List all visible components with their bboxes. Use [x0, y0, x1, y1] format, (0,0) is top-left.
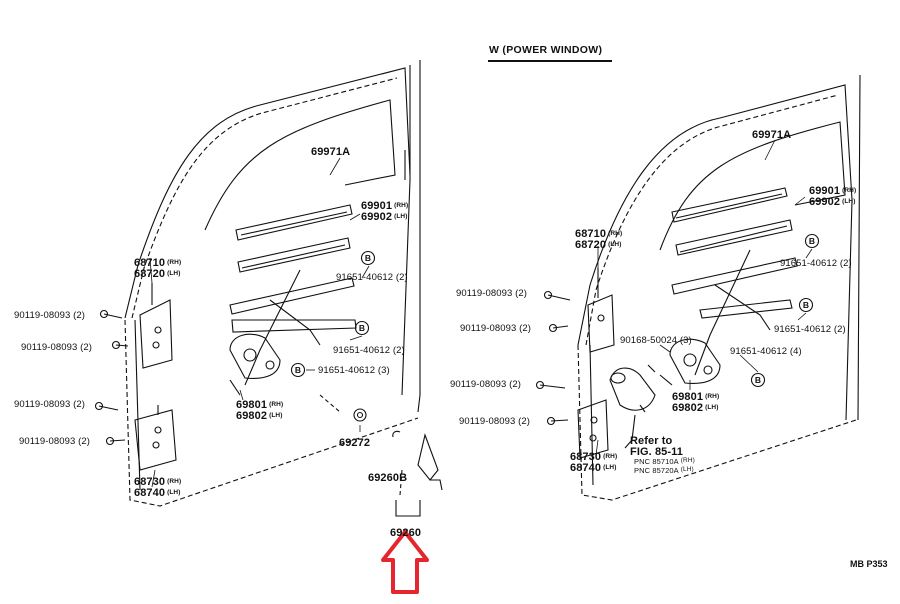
part-label: 69901(RH)	[361, 200, 409, 212]
part-label: 69802(LH)	[672, 402, 719, 414]
right-upper-lock	[587, 268, 615, 353]
part-label: 90119-08093 (2)	[459, 416, 531, 427]
part-label: 91651-40612 (2)	[780, 258, 852, 269]
b-label: B	[809, 236, 815, 246]
part-label: 69802(LH)	[236, 410, 283, 422]
left-regulator	[229, 269, 321, 396]
part-label: 90119-08093 (2)	[450, 379, 522, 390]
pnc-label: PNC 85720A(LH)	[634, 466, 694, 475]
part-label: 69902(LH)	[361, 211, 408, 223]
diagram-title: W (POWER WINDOW)	[489, 44, 603, 56]
left-door-outline	[124, 60, 421, 507]
leader-lines	[149, 139, 813, 488]
right-glass-channels	[671, 187, 798, 319]
part-label: 91651-40612 (4)	[730, 346, 802, 357]
title-underline	[488, 60, 612, 62]
part-label: 68720(LH)	[575, 239, 622, 251]
part-label: 69260B	[368, 472, 408, 484]
b-label: B	[755, 375, 761, 385]
part-label: 90119-08093 (2)	[14, 399, 86, 410]
part-label: 69801(RH)	[672, 391, 720, 403]
right-door-outline	[577, 74, 861, 501]
part-label: 91651-40612 (3)	[318, 365, 390, 376]
left-upper-lock	[139, 283, 173, 369]
right-lower-lock	[577, 399, 609, 459]
right-screws	[535, 290, 571, 426]
part-label: 90119-08093 (2)	[460, 323, 532, 334]
page-reference: MB P353	[850, 559, 888, 569]
part-label: 90119-08093 (2)	[456, 288, 528, 299]
b-label: B	[295, 365, 301, 375]
left-lower-lock	[134, 405, 177, 471]
part-label: 69971A	[752, 129, 792, 141]
part-label: 68740(LH)	[134, 487, 181, 499]
left-handle-parts	[319, 394, 443, 517]
part-label: 91651-40612 (2)	[333, 345, 405, 356]
part-label: 68740(LH)	[570, 462, 617, 474]
highlight-arrow	[381, 530, 429, 594]
part-label: 90119-08093 (2)	[19, 436, 91, 447]
part-label: 68710(RH)	[575, 228, 623, 240]
part-label: 68730(RH)	[570, 451, 618, 463]
part-label: 91651-40612 (2)	[336, 272, 408, 283]
left-screws	[94, 309, 129, 446]
right-regulator	[659, 249, 771, 386]
right-motor	[609, 364, 656, 449]
part-label: 68710(RH)	[134, 257, 182, 269]
part-label: 69971A	[311, 146, 351, 158]
part-label: 69902(LH)	[809, 196, 856, 208]
part-label: 90119-08093 (2)	[14, 310, 86, 321]
pnc-label: PNC 85710A(RH)	[634, 457, 695, 466]
left-glass-channels	[229, 204, 357, 333]
refer-label: Refer to	[630, 435, 673, 447]
b-callouts	[290, 233, 820, 388]
b-label: B	[803, 300, 809, 310]
fig-reference: FIG. 85-11	[630, 446, 683, 458]
part-label: 90168-50024 (3)	[620, 335, 692, 346]
b-label: B	[365, 253, 371, 263]
part-label: 69801(RH)	[236, 399, 284, 411]
part-label: 68730(RH)	[134, 476, 182, 488]
part-label: 90119-08093 (2)	[21, 342, 93, 353]
part-label: 68720(LH)	[134, 268, 181, 280]
part-label: 69260	[390, 527, 422, 539]
b-label: B	[359, 323, 365, 333]
part-label: 69272	[339, 437, 371, 449]
part-label: 91651-40612 (2)	[774, 324, 846, 335]
part-label: 69901(RH)	[809, 185, 857, 197]
